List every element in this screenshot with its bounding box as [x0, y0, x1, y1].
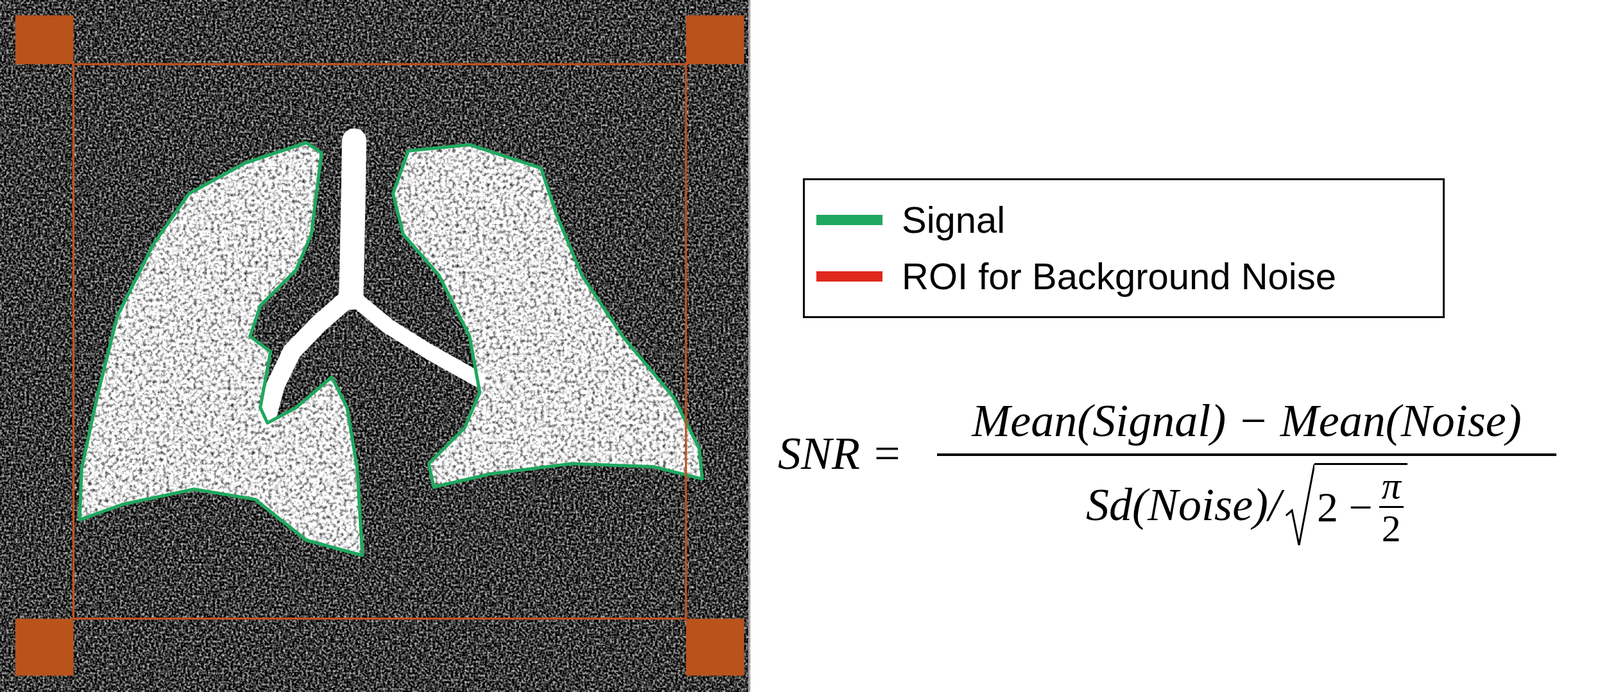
- fraction-bottom-label: 2: [1381, 507, 1402, 551]
- fraction-bar: [937, 453, 1557, 457]
- legend-swatch: [816, 215, 883, 226]
- image-edge: [748, 0, 750, 692]
- radical-stroke: [1286, 464, 1315, 546]
- image-ground: [0, 0, 751, 692]
- formula-numerator: Mean(Signal) − Mean(Noise): [937, 385, 1557, 447]
- signal-outline: [79, 142, 703, 556]
- fraction-top-label: π: [1381, 464, 1402, 508]
- legend-entry: Signal: [816, 197, 1428, 243]
- formula-numerator-label: Mean(Signal) − Mean(Noise): [971, 395, 1522, 447]
- noise-roi-square: [686, 15, 745, 65]
- airway: [267, 140, 479, 416]
- formula-denominator-text: Sd(Noise)/: [1085, 480, 1282, 531]
- left-lung-outline: [79, 142, 363, 556]
- legend-swatch: [816, 271, 883, 282]
- lung-signal: [60, 122, 725, 572]
- noise-roi-corners: [15, 15, 745, 677]
- noise-roi-square: [686, 619, 745, 677]
- legend-entry: ROI for Background Noise: [816, 254, 1428, 300]
- formula-operator: =: [874, 427, 901, 481]
- background-noise: [0, 0, 751, 692]
- formula-operator: =: [874, 428, 901, 480]
- noise-roi-square: [15, 15, 74, 65]
- legend-text: ROI for Background Noise: [901, 254, 1337, 300]
- right-bronchus: [351, 295, 478, 380]
- formula-variable: SNR: [777, 427, 861, 481]
- legend-box: SignalROI for Background Noise: [802, 178, 1445, 319]
- noise-roi-frame: [73, 64, 687, 619]
- radicand-term: 2 −: [1316, 485, 1373, 530]
- small-fraction: π 2: [1379, 466, 1404, 549]
- radicand: 2 − π 2: [1314, 463, 1408, 549]
- right-lung-outline: [392, 145, 703, 488]
- formula-denominator: Sd(Noise)/ 2 − π 2: [937, 463, 1557, 549]
- legend-text: Signal: [901, 197, 1006, 243]
- trachea: [351, 140, 355, 298]
- noise-roi-square: [15, 619, 74, 677]
- formula-numerator-text: Mean(Signal) − Mean(Noise): [971, 395, 1522, 447]
- square-root: 2 − π 2: [1284, 463, 1408, 549]
- fraction-top: π: [1379, 466, 1404, 509]
- radical-sign: [1284, 463, 1315, 549]
- formula-variable: SNR: [777, 428, 861, 480]
- fraction-bottom: 2: [1381, 508, 1402, 549]
- lung-mri-image: [0, 0, 751, 692]
- formula-denominator-label: Sd(Noise)/: [1085, 479, 1282, 531]
- radicand-label: 2 −: [1316, 483, 1373, 531]
- lung-tissue: [60, 122, 725, 572]
- formula-lhs: SNR =: [777, 424, 901, 483]
